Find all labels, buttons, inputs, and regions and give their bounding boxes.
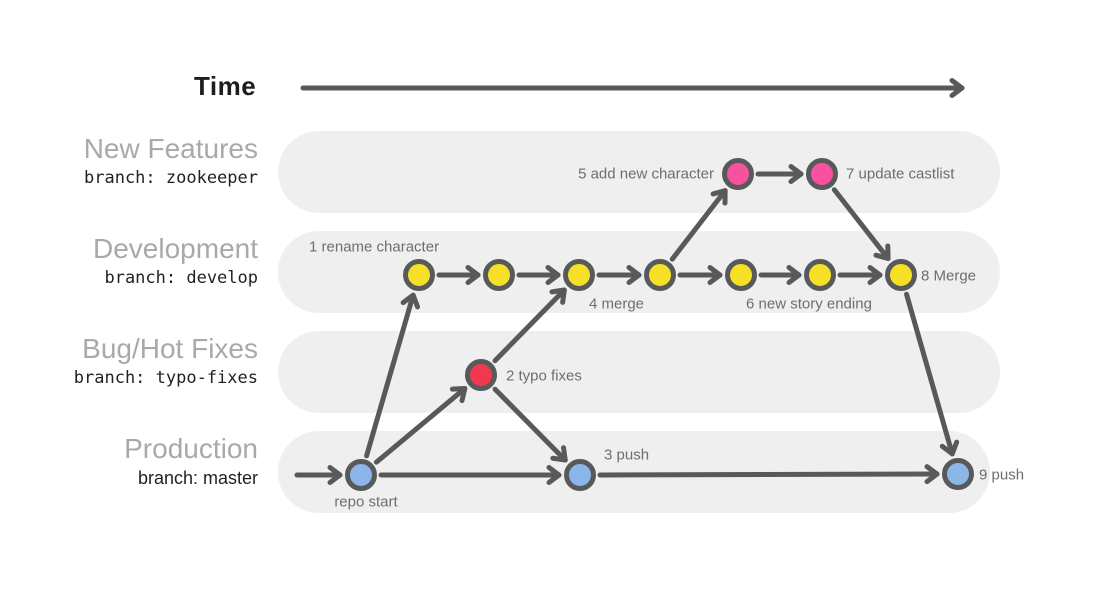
commit-node-dev-6 xyxy=(804,259,836,291)
commit-label-repo-start: repo start xyxy=(334,493,398,511)
commit-label-prod-9: 9 push xyxy=(979,466,1025,484)
lane-title-new-features: New Features xyxy=(83,133,258,164)
commit-label-dev-1: 1 rename character xyxy=(309,238,440,256)
commit-node-repo-start xyxy=(345,459,377,491)
edge-feat-7-to-dev-7 xyxy=(831,187,891,261)
lane-branch-production: branch: master xyxy=(137,468,258,488)
commit-label-fix-2: 2 typo fixes xyxy=(506,367,582,385)
lane-label-bug-hot-fixes: Bug/Hot Fixes branch: typo-fixes xyxy=(0,333,258,389)
commit-node-dev-1 xyxy=(403,259,435,291)
commit-node-feat-5 xyxy=(722,158,754,190)
edge-prod-3-to-prod-9 xyxy=(597,464,940,485)
edge-repo-start-to-dev-1 xyxy=(364,292,421,459)
commit-node-feat-7 xyxy=(806,158,838,190)
commit-node-prod-9 xyxy=(942,458,974,490)
edge-dev-4-to-feat-5 xyxy=(669,188,728,262)
lane-title-bug-hot-fixes: Bug/Hot Fixes xyxy=(82,333,258,364)
lane-title-production: Production xyxy=(124,433,258,464)
commit-node-prod-3 xyxy=(564,459,596,491)
lane-production xyxy=(278,431,990,513)
commit-node-dev-7 xyxy=(885,259,917,291)
edge-fix-2-to-prod-3 xyxy=(492,386,568,463)
commit-label-dev-3: 4 merge xyxy=(589,295,645,313)
lane-new-features xyxy=(278,131,1000,213)
commit-label-prod-3: 3 push xyxy=(604,446,650,464)
commit-node-dev-2 xyxy=(483,259,515,291)
lane-title-development: Development xyxy=(93,233,258,264)
commit-node-dev-3 xyxy=(563,259,595,291)
nodes-layer xyxy=(345,158,974,491)
lanes-layer xyxy=(278,131,1000,513)
commit-node-dev-5 xyxy=(725,259,757,291)
lane-bug-hot-fixes xyxy=(278,331,1000,413)
commit-label-feat-7: 7 update castlist xyxy=(846,165,955,183)
commit-label-dev-7: 8 Merge xyxy=(921,267,977,285)
lane-branch-new-features: branch: zookeeper xyxy=(84,168,258,188)
time-axis-label: Time xyxy=(194,71,257,101)
commit-node-dev-4 xyxy=(644,259,676,291)
lane-label-development: Development branch: develop xyxy=(0,233,258,289)
edges-layer xyxy=(294,78,965,485)
lane-branch-development: branch: develop xyxy=(104,268,258,288)
commit-label-dev-6: 6 new story ending xyxy=(746,295,872,313)
edge-fix-2-to-dev-3 xyxy=(492,287,567,364)
edge-repo-start-to-fix-2 xyxy=(373,385,468,465)
lane-label-production: Production branch: master xyxy=(0,433,258,489)
commit-node-fix-2 xyxy=(465,359,497,391)
commit-label-feat-5: 5 add new character xyxy=(578,165,714,183)
lane-label-new-features: New Features branch: zookeeper xyxy=(0,133,258,189)
lane-branch-bug-hot-fixes: branch: typo-fixes xyxy=(73,368,258,388)
edge-dev-7-to-prod-9 xyxy=(904,291,960,457)
